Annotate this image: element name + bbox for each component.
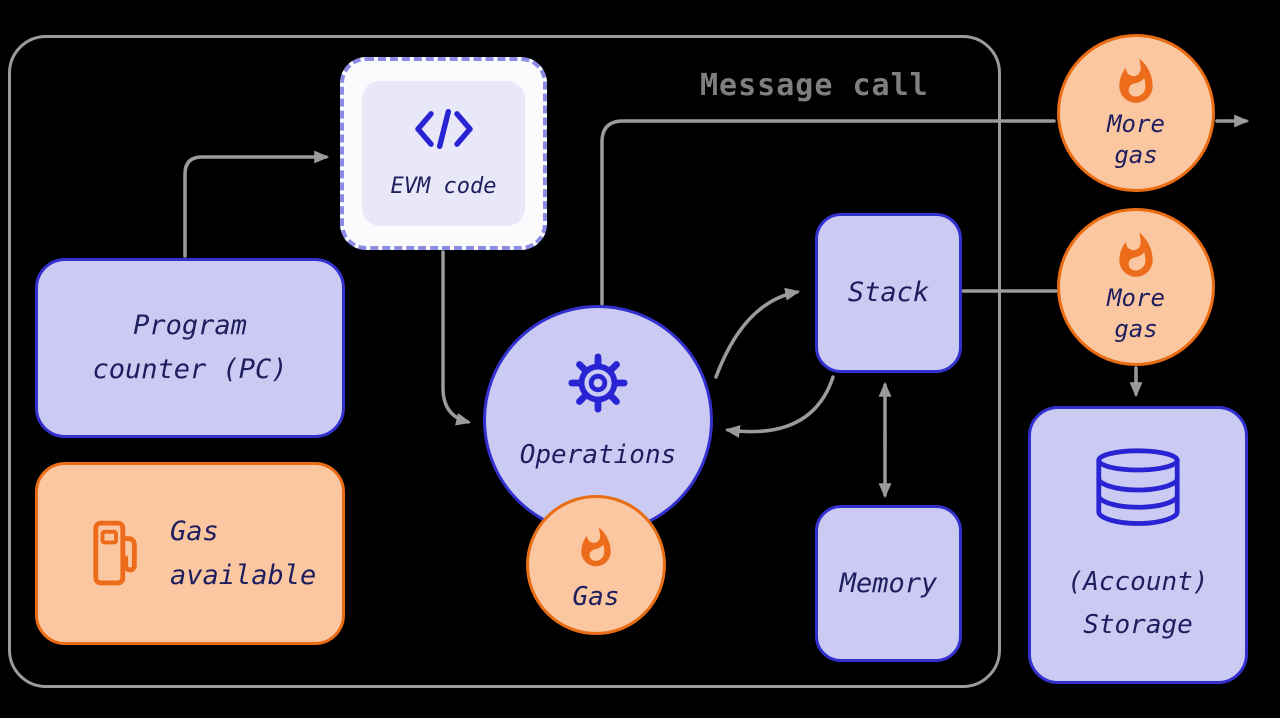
gas-label: Gas <box>572 582 620 612</box>
arrow-pc-to-evm-code <box>183 150 330 258</box>
line-operations-to-more-gas-top <box>600 119 1056 306</box>
gas-node: Gas <box>526 495 666 635</box>
message-call-title: Message call <box>700 68 929 103</box>
account-storage-label: (Account) Storage <box>1067 567 1209 640</box>
more-gas-mid-node: More gas <box>1057 208 1215 366</box>
message-call-container <box>8 35 1001 688</box>
operations-node: Operations <box>483 305 713 535</box>
more-gas-mid-label: More gas <box>1107 284 1165 343</box>
code-icon <box>414 108 473 149</box>
gas-available-label: Gas available <box>170 515 317 591</box>
operations-label: Operations <box>519 440 677 470</box>
arrow-operations-to-stack <box>714 287 801 379</box>
evm-code-label: EVM code <box>390 173 497 199</box>
stack-label: Stack <box>847 277 930 309</box>
program-counter-node: Program counter (PC) <box>35 258 345 438</box>
stack-node: Stack <box>815 213 962 373</box>
arrow-evm-code-to-operations <box>441 250 472 426</box>
gas-available-node: Gas available <box>35 462 345 645</box>
flame-icon <box>1119 232 1153 277</box>
more-gas-top-node: More gas <box>1057 34 1215 192</box>
gear-icon <box>568 353 628 413</box>
program-counter-label: Program counter (PC) <box>92 310 288 385</box>
memory-node: Memory <box>815 505 962 662</box>
flame-icon <box>581 527 611 567</box>
evm-code-node: EVM code <box>340 57 547 250</box>
memory-label: Memory <box>839 567 938 599</box>
arrow-stack-to-operations <box>724 375 835 438</box>
evm-code-inner: EVM code <box>362 81 525 226</box>
more-gas-top-label: More gas <box>1107 110 1165 169</box>
fuel-pump-icon <box>93 520 137 585</box>
account-storage-node: (Account) Storage <box>1028 406 1248 684</box>
flame-icon <box>1119 58 1153 103</box>
database-icon <box>1096 448 1180 526</box>
